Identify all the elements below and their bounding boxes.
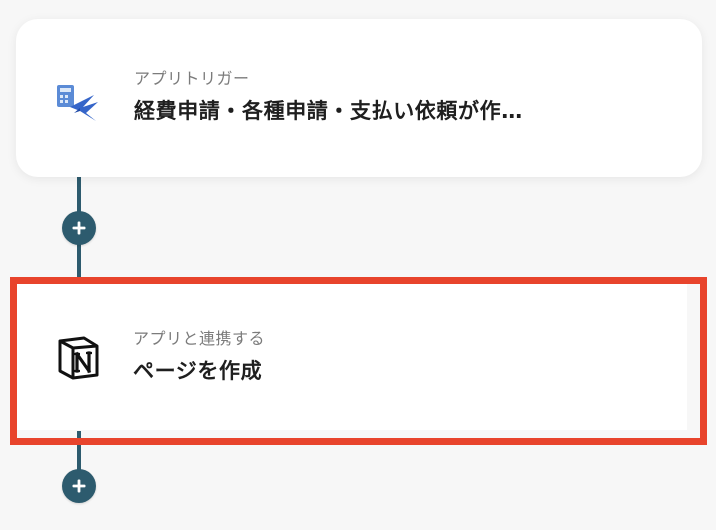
add-step-button[interactable] [62, 211, 96, 245]
trigger-step-text: アプリトリガー 経費申請・各種申請・支払い依頼が作… [134, 69, 523, 125]
action-step-label: アプリと連携する [133, 329, 266, 348]
calculator-bird-app-icon [50, 77, 108, 123]
trigger-step-title: 経費申請・各種申請・支払い依頼が作… [134, 99, 523, 123]
plus-icon [72, 221, 86, 235]
add-step-button-bottom[interactable] [62, 469, 96, 503]
action-step-title: ページを作成 [133, 359, 263, 383]
trigger-step-card[interactable]: アプリトリガー 経費申請・各種申請・支払い依頼が作… [16, 19, 702, 177]
notion-logo-icon [52, 331, 104, 383]
trigger-step-label: アプリトリガー [134, 69, 250, 88]
action-step-card[interactable]: アプリと連携する ページを作成 [15, 282, 687, 430]
plus-icon [72, 479, 86, 493]
flow-connector-bottom [77, 431, 81, 491]
action-step-text: アプリと連携する ページを作成 [133, 329, 265, 385]
